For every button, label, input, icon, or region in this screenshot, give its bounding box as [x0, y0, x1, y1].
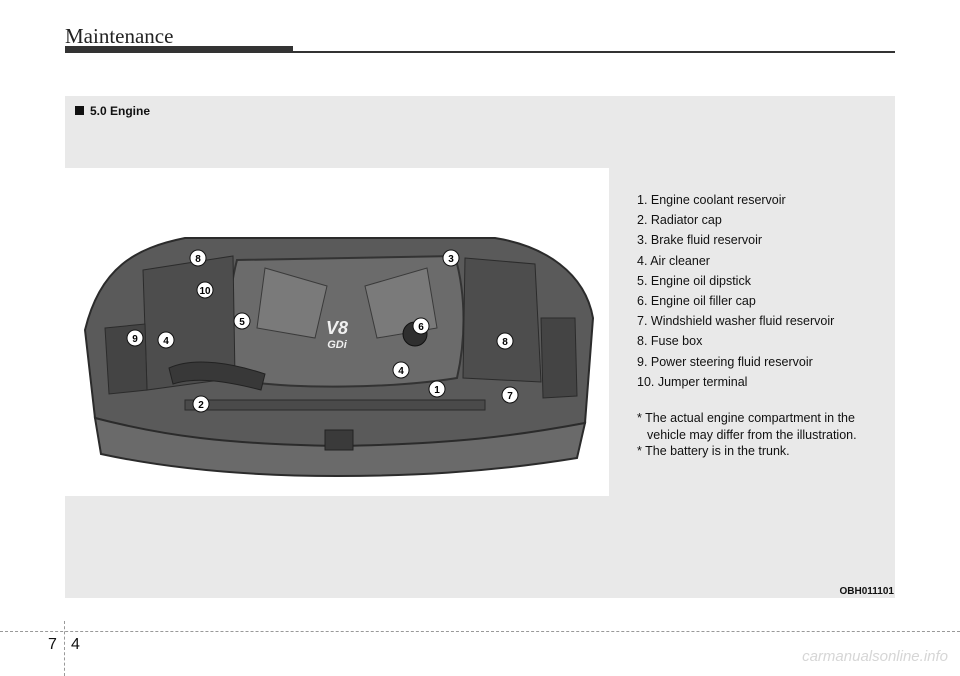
svg-text:4: 4	[398, 366, 404, 377]
footer-divider	[64, 621, 65, 676]
callout-marker: 3	[442, 249, 460, 267]
legend-note: * The battery is in the trunk.	[637, 444, 790, 458]
footer-rule	[0, 631, 960, 632]
legend-item: 4. Air cleaner	[637, 253, 710, 268]
legend-notes: * The actual engine compartment in the v…	[637, 410, 887, 460]
header-rule-accent	[65, 46, 293, 53]
svg-text:4: 4	[163, 336, 169, 347]
bullet-square-icon	[75, 106, 84, 115]
page-number: 4	[71, 636, 80, 653]
svg-text:10: 10	[199, 286, 211, 297]
callout-marker: 5	[233, 312, 251, 330]
figure-code: OBH011101	[839, 586, 895, 597]
callout-marker: 9	[126, 329, 144, 347]
legend-item: 5. Engine oil dipstick	[637, 273, 751, 288]
svg-text:6: 6	[418, 322, 424, 333]
svg-text:7: 7	[507, 391, 513, 402]
watermark: carmanualsonline.info	[802, 648, 948, 665]
page-chapter-number: 7	[48, 636, 57, 653]
legend-note: * The actual engine compartment in the v…	[637, 411, 857, 442]
engine-bay-drawing: V8 GDi 8 10 5 9 4 3 6 8 4 1 7 2	[83, 237, 595, 478]
callout-marker: 10	[196, 281, 214, 299]
svg-text:8: 8	[502, 337, 508, 348]
callout-marker: 2	[192, 395, 210, 413]
callout-marker: 6	[412, 317, 430, 335]
page-header-title: Maintenance	[65, 24, 174, 48]
legend-item: 3. Brake fluid reservoir	[637, 233, 763, 248]
callout-marker: 1	[428, 380, 446, 398]
callout-marker: 8	[496, 332, 514, 350]
callout-marker: 4	[157, 331, 175, 349]
legend-item: 9. Power steering fluid reservoir	[637, 354, 813, 369]
svg-text:5: 5	[239, 317, 245, 328]
section-heading: 5.0 Engine	[75, 104, 150, 118]
legend-item: 7. Windshield washer fluid reservoir	[637, 314, 835, 329]
header-rule	[65, 51, 895, 53]
engine-logo-gdi: GDi	[327, 339, 348, 351]
engine-logo-v8: V8	[326, 318, 348, 338]
legend-item: 8. Fuse box	[637, 334, 703, 349]
legend-item: 10. Jumper terminal	[637, 374, 748, 389]
svg-text:3: 3	[448, 254, 454, 265]
callout-marker: 8	[189, 249, 207, 267]
legend-item: 1. Engine coolant reservoir	[637, 193, 786, 207]
svg-text:1: 1	[434, 385, 440, 396]
svg-text:8: 8	[195, 254, 201, 265]
legend-item: 6. Engine oil filler cap	[637, 294, 756, 309]
svg-text:2: 2	[198, 400, 204, 411]
callout-marker: 7	[501, 386, 519, 404]
component-legend: 1. Engine coolant reservoir 2. Radiator …	[637, 190, 834, 392]
legend-item: 2. Radiator cap	[637, 213, 722, 228]
svg-text:9: 9	[132, 334, 138, 345]
engine-illustration: V8 GDi 8 10 5 9 4 3 6 8 4 1 7 2	[65, 168, 609, 496]
callout-marker: 4	[392, 361, 410, 379]
section-heading-text: 5.0 Engine	[90, 104, 151, 118]
